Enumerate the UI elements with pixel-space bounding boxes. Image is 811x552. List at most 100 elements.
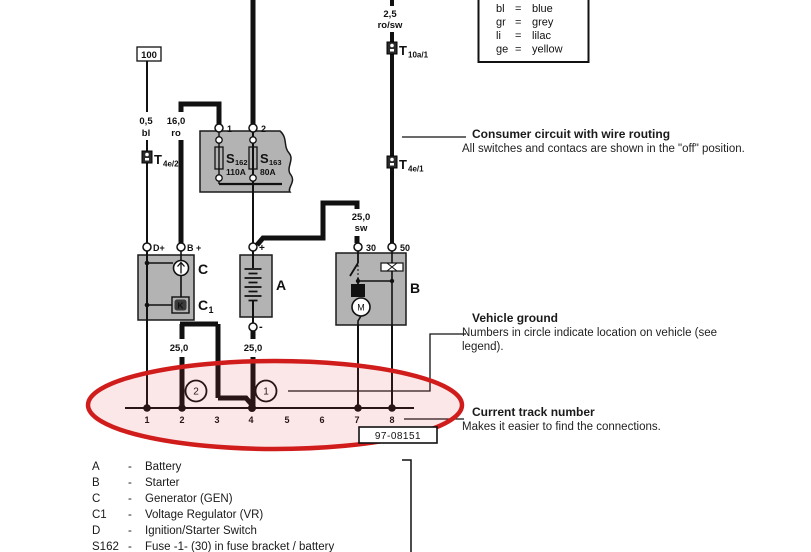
wire-16-0-ro (178, 101, 222, 243)
connector-t4e2-label: T (154, 152, 162, 167)
wire-label-size: 16,0 (167, 116, 186, 127)
legend-row: B - Starter (92, 475, 452, 491)
legend-code: D (92, 525, 101, 537)
diagram-labels: 2,5 ro/sw 0,5 bl 16,0 ro 25,0 sw 25,0 25… (139, 9, 428, 354)
legend-sep: - (128, 461, 132, 473)
solenoid-symbol (351, 284, 365, 297)
terminal-dplus-label: D+ (153, 243, 165, 253)
track-reference: 100 (136, 46, 162, 62)
connector-t4e1-icon (386, 155, 398, 169)
motor-label: M (357, 303, 365, 313)
wire-label-color: sw (355, 223, 368, 234)
callout-lines (288, 136, 466, 552)
legend-abbr: li (496, 30, 501, 42)
terminal-bplus-label: B + (187, 243, 201, 253)
legend-abbr: bl (496, 3, 505, 15)
annotation-title: Vehicle ground (472, 311, 559, 325)
terminal-dplus (142, 242, 152, 252)
stamp: 97-08151 (358, 426, 438, 444)
callout-bottom-line (402, 459, 412, 552)
battery-label: A (276, 277, 286, 293)
wire-label-color: bl (142, 128, 150, 139)
generator-internals: K (144, 251, 190, 314)
stamp-box (358, 426, 438, 444)
track-reference-number: 100 (141, 50, 157, 61)
ground-circle-1-label: 1 (263, 387, 269, 398)
wire-label-size: 2,5 (383, 9, 397, 20)
wires (146, 0, 394, 408)
annotation-body: Makes it easier to find the connections. (462, 421, 661, 433)
battery-internals (244, 251, 262, 323)
wire-label-color: ro (171, 128, 181, 139)
annotation-current-track: Current track number Makes it easier to … (462, 405, 772, 434)
legend-sep: - (128, 493, 132, 505)
ground-circle-2 (184, 379, 208, 403)
wire-label-size: 25,0 (170, 343, 189, 354)
fuse-pin2-label: 2 (261, 124, 266, 134)
legend-desc: Generator (GEN) (145, 493, 233, 505)
ground-circle-1 (254, 379, 278, 403)
fuse-s163-amp: 80A (260, 167, 276, 177)
track-axis: 1 2 3 4 5 6 7 8 (125, 404, 414, 425)
ground-circle-2-label: 2 (193, 387, 199, 398)
legend-row: C - Generator (GEN) (92, 491, 452, 507)
wire-25-0-sw (255, 200, 360, 247)
fuse-symbols (214, 136, 258, 182)
wire-color-legend: bl = blue gr = grey li = lilac ge = yell… (477, 0, 590, 63)
legend-row: S162 - Fuse -1- (30) in fuse bracket / b… (92, 539, 452, 552)
callout-ground-line (288, 333, 466, 392)
annotation-title: Consumer circuit with wire routing (472, 127, 671, 141)
fuse-s162-amp: 110A (226, 167, 246, 177)
track-number: 8 (389, 415, 394, 425)
track-number: 5 (284, 415, 289, 425)
legend-desc: Voltage Regulator (VR) (145, 509, 264, 521)
connector-t4e2-icon (141, 150, 153, 164)
fuse-s163-sub: 163 (269, 158, 282, 167)
annotation-vehicle-ground: Vehicle ground Numbers in circle indicat… (462, 311, 754, 354)
legend-code: C1 (92, 509, 107, 521)
terminals (142, 123, 397, 332)
legend-eq: = (515, 17, 521, 29)
battery-box (239, 254, 273, 318)
annotation-body: Numbers in circle indicate location on v… (462, 327, 718, 353)
terminal-bplus (176, 242, 186, 252)
connector-icons (141, 41, 398, 169)
track-number: 3 (214, 415, 219, 425)
fuse-s162-label: S (226, 151, 235, 166)
terminal-plus-label: + (259, 243, 265, 254)
legend-sep: - (128, 525, 132, 537)
regulator-label: C (198, 297, 208, 313)
legend-sep: - (128, 541, 132, 552)
legend-code: C (92, 493, 101, 505)
annotation-body: All switches and contacs are shown in th… (462, 143, 745, 155)
wire-label-size: 25,0 (244, 343, 263, 354)
terminal-50 (387, 242, 397, 252)
legend-color-name: grey (532, 17, 554, 29)
connector-t4e1-label: T (399, 157, 407, 172)
terminal-battery-plus (248, 242, 258, 252)
terminal-30-label: 30 (366, 243, 376, 253)
legend-eq: = (515, 3, 521, 15)
legend-eq: = (515, 30, 521, 42)
component-legend: A - Battery B - Starter C - Generator (G… (92, 459, 452, 552)
legend-desc: Ignition/Starter Switch (145, 525, 257, 537)
legend-color-name: blue (532, 3, 553, 15)
legend-desc: Battery (145, 461, 182, 473)
fuse-pin1-label: 1 (227, 124, 232, 134)
legend-row: D - Ignition/Starter Switch (92, 523, 452, 539)
wire-label-color: ro/sw (378, 20, 403, 31)
fuse-box (199, 130, 294, 193)
terminal-battery-minus (248, 322, 258, 332)
legend-desc: Starter (145, 477, 180, 489)
track-number: 7 (354, 415, 359, 425)
terminal-30 (353, 242, 363, 252)
fuse-s162-symbol (214, 146, 224, 170)
track-number: 2 (179, 415, 184, 425)
connector-t10a1-icon (386, 41, 398, 55)
legend-abbr: gr (496, 17, 506, 29)
legend-code: B (92, 477, 100, 489)
wire-label-size: 0,5 (139, 116, 153, 127)
fuse-s163-symbol (248, 146, 258, 170)
